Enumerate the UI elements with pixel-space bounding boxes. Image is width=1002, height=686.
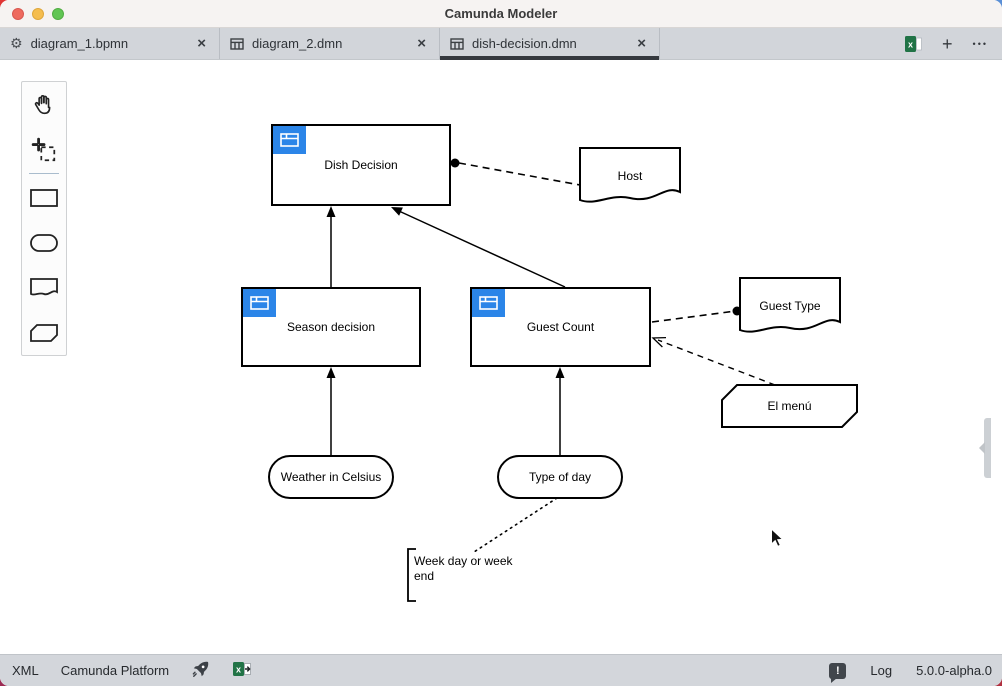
knowledge-elmenu-to-guestcount[interactable] — [651, 336, 776, 386]
dmn-table-icon — [230, 37, 244, 50]
tab-diagram-1-bpmn[interactable]: ⚙ diagram_1.bpmn × — [0, 28, 220, 59]
business-knowledge-model-shape-icon — [30, 323, 58, 342]
input-data-type-of-day[interactable]: Type of day — [497, 455, 623, 499]
gear-icon: ⚙ — [10, 35, 23, 52]
lasso-tool-icon — [31, 137, 56, 161]
create-business-knowledge-button[interactable] — [22, 310, 66, 355]
title-bar: Camunda Modeler — [0, 0, 1002, 28]
create-input-data-button[interactable] — [22, 220, 66, 265]
input-data-label: Type of day — [528, 470, 592, 484]
svg-text:x: x — [908, 39, 913, 49]
mouse-cursor — [771, 528, 784, 547]
knowledge-source-shape-icon — [30, 277, 58, 295]
status-bar: XML Camunda Platform x ! Log — [0, 654, 1002, 686]
tab-label: dish-decision.dmn — [472, 36, 577, 51]
deploy-rocket-icon[interactable] — [191, 660, 210, 682]
properties-panel-toggle[interactable] — [979, 418, 991, 478]
maximize-window-button[interactable] — [52, 7, 64, 20]
input-data-shape-icon — [30, 233, 58, 252]
window-controls — [12, 7, 64, 20]
chevron-left-icon — [979, 442, 985, 454]
new-tab-button[interactable]: + — [942, 33, 953, 54]
window-title: Camunda Modeler — [444, 6, 558, 21]
input-data-weather[interactable]: Weather in Celsius — [268, 455, 394, 499]
text-annotation[interactable]: Week day or week end — [414, 554, 513, 583]
more-tabs-button[interactable]: ••• — [972, 38, 988, 49]
close-window-button[interactable] — [12, 7, 24, 20]
status-bar-left: XML Camunda Platform x — [0, 660, 252, 682]
requirement-weather-to-season[interactable] — [326, 367, 336, 455]
close-icon[interactable]: × — [197, 35, 206, 52]
tool-palette — [21, 81, 67, 356]
tab-label: diagram_1.bpmn — [30, 36, 129, 51]
minimize-window-button[interactable] — [32, 7, 44, 20]
hand-tool-icon — [34, 94, 51, 114]
svg-text:x: x — [236, 665, 241, 675]
xml-toggle-button[interactable]: XML — [12, 663, 39, 678]
input-data-label: Weather in Celsius — [280, 470, 382, 484]
association-typeofday-to-annotation[interactable] — [473, 497, 558, 553]
knowledge-source-host-shape[interactable] — [579, 147, 681, 203]
close-icon[interactable]: × — [417, 35, 426, 52]
business-knowledge-elmenu-label[interactable]: El menú — [767, 399, 812, 413]
authority-guesttype-to-guestcount[interactable] — [651, 306, 742, 323]
requirement-guestcount-to-dish[interactable] — [391, 207, 566, 288]
problems-warning-icon[interactable]: ! — [829, 662, 847, 683]
hand-tool-button[interactable] — [22, 82, 66, 127]
decision-table-icon — [243, 289, 276, 317]
tab-bar: ⚙ diagram_1.bpmn × diagram_2.dmn × dish-… — [0, 28, 1002, 60]
excel-sheets-icon[interactable]: x — [905, 35, 922, 52]
excel-export-icon[interactable]: x — [232, 661, 252, 680]
dmn-diagram-canvas[interactable]: Dish Decision Season decision Guest Coun… — [0, 60, 1002, 654]
decision-dish-decision[interactable]: Dish Decision — [271, 124, 451, 206]
dmn-table-icon — [450, 37, 464, 50]
log-toggle-button[interactable]: Log — [870, 663, 893, 678]
requirement-typeofday-to-guestcount[interactable] — [555, 367, 565, 455]
tab-dish-decision-dmn[interactable]: dish-decision.dmn × — [440, 28, 660, 60]
knowledge-source-guesttype-label[interactable]: Guest Type — [759, 299, 821, 313]
decision-guest-count[interactable]: Guest Count — [470, 287, 651, 367]
palette-divider — [29, 173, 59, 174]
decision-season-decision[interactable]: Season decision — [241, 287, 421, 367]
create-knowledge-source-button[interactable] — [22, 265, 66, 310]
close-icon[interactable]: × — [637, 35, 646, 52]
decision-shape-icon — [30, 188, 58, 207]
knowledge-source-host-label[interactable]: Host — [617, 169, 643, 183]
decision-table-icon — [273, 126, 306, 154]
decision-label: Dish Decision — [324, 158, 398, 172]
decision-label: Guest Count — [526, 320, 595, 334]
execution-platform-button[interactable]: Camunda Platform — [60, 663, 170, 678]
authority-host-to-dish[interactable] — [450, 158, 581, 186]
decision-label: Season decision — [286, 320, 376, 334]
tab-diagram-2-dmn[interactable]: diagram_2.dmn × — [220, 28, 440, 59]
annotation-bracket[interactable] — [407, 548, 416, 602]
business-knowledge-elmenu-shape[interactable] — [721, 384, 858, 428]
tab-label: diagram_2.dmn — [252, 36, 343, 51]
decision-table-icon — [472, 289, 505, 317]
app-version: 5.0.0-alpha.0 — [916, 663, 992, 678]
lasso-tool-button[interactable] — [22, 127, 66, 172]
tab-actions: x + ••• — [905, 28, 1002, 59]
dmn-diagram-connections — [326, 147, 858, 602]
knowledge-source-guesttype-shape[interactable] — [739, 277, 841, 333]
requirement-season-to-dish[interactable] — [326, 206, 336, 287]
create-decision-button[interactable] — [22, 175, 66, 220]
status-bar-right: ! Log 5.0.0-alpha.0 — [829, 662, 1002, 683]
